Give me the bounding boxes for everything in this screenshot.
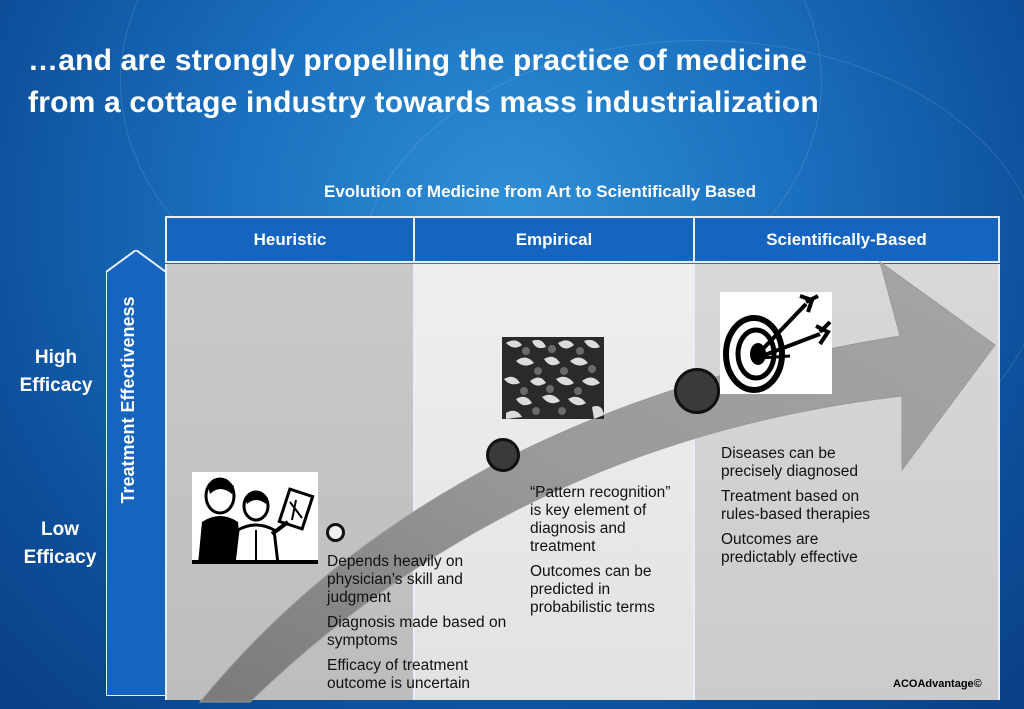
copyright-notice: ACOAdvantage© [893, 678, 982, 690]
empirical-description: “Pattern recognition” is key element of … [530, 484, 680, 624]
list-item: Outcomes can be predicted in probabilist… [530, 563, 655, 616]
milestone-dot-medium [486, 438, 520, 472]
slide-title: …and are strongly propelling the practic… [28, 40, 1008, 124]
pattern-mosaic-icon [502, 337, 604, 419]
diagram-subtitle: Evolution of Medicine from Art to Scient… [324, 182, 756, 201]
axis-label-effectiveness: Treatment Effectiveness [118, 296, 138, 504]
heuristic-description: Depends heavily on physician’s skill and… [327, 553, 507, 700]
header-empirical: Empirical [415, 218, 695, 261]
low-efficacy-label: Low Efficacy [23, 519, 97, 568]
title-line-1: …and are strongly propelling the practic… [28, 44, 808, 77]
list-item: “Pattern recognition” is key element of … [530, 484, 671, 555]
list-item: Efficacy of treatment outcome is uncerta… [327, 657, 471, 692]
list-item: Outcomes are predictably effective [721, 531, 858, 566]
title-line-2: from a cottage industry towards mass ind… [28, 86, 819, 119]
high-efficacy-label: High Efficacy [19, 347, 93, 396]
milestone-dot-small [326, 523, 345, 542]
effectiveness-axis-arrow [106, 250, 166, 696]
list-item: Depends heavily on physician’s skill and… [327, 553, 464, 606]
target-with-arrows-icon [720, 292, 832, 394]
header-heuristic: Heuristic [167, 218, 415, 261]
list-item: Diagnosis made based on symptoms [327, 614, 507, 649]
physicians-reviewing-xray-icon [192, 472, 318, 564]
list-item: Diseases can be precisely diagnosed [721, 445, 859, 480]
header-scientific: Scientifically-Based [766, 229, 927, 249]
list-item: Treatment based on rules-based therapies [721, 488, 871, 523]
column-header-bar: Heuristic Empirical Scientifically-Based [165, 216, 1000, 263]
milestone-dot-large [674, 368, 720, 414]
scientific-description: Diseases can be precisely diagnosed Trea… [721, 445, 871, 574]
